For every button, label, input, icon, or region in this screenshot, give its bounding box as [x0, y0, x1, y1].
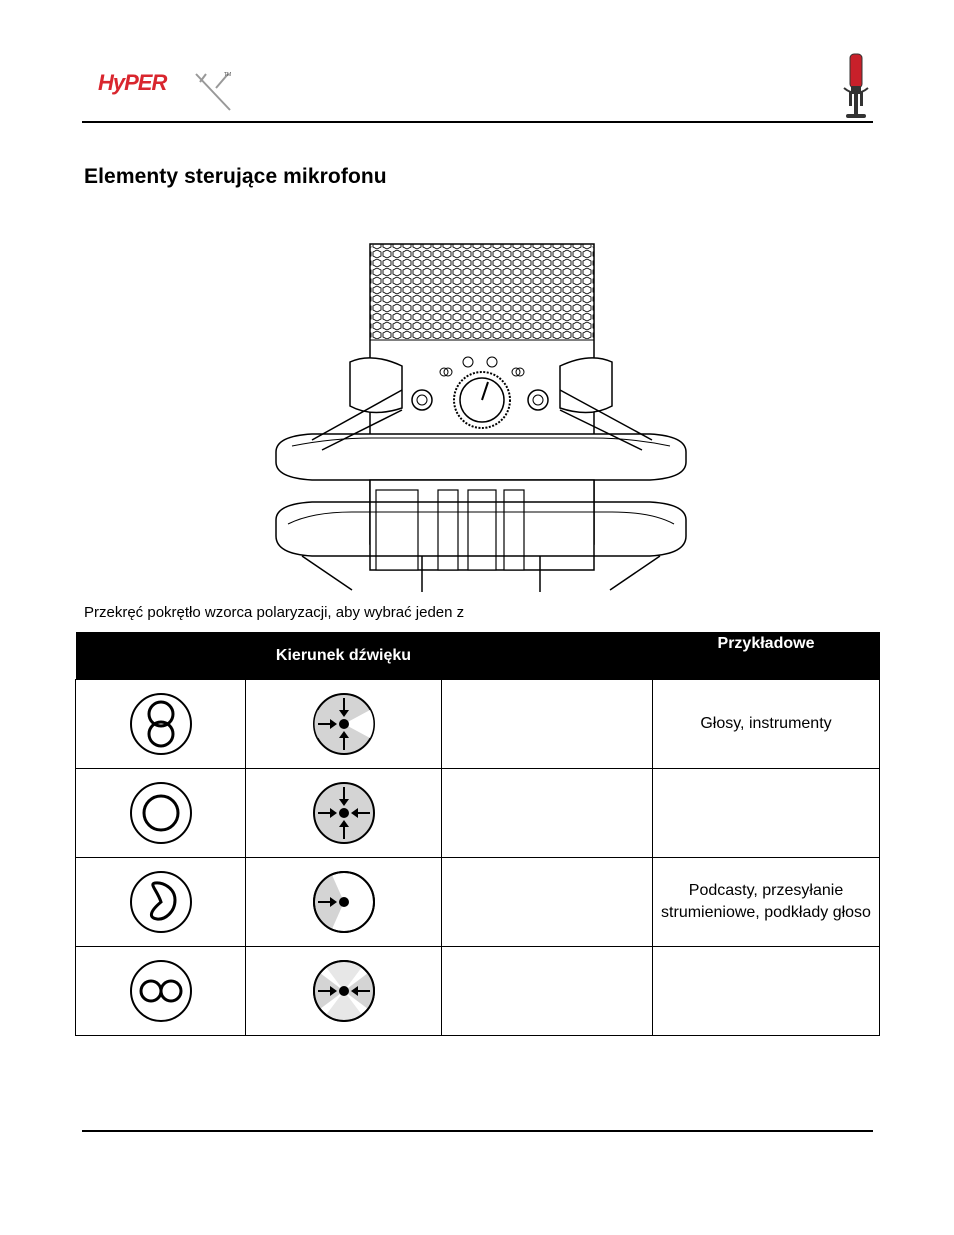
direction-cell: [245, 768, 442, 858]
table-header-row: Kierunek dźwięku Przykładowe: [75, 632, 880, 680]
header-cell-pattern: [75, 632, 246, 680]
footer-rule: [82, 1130, 873, 1132]
header-rule: [82, 121, 873, 123]
product-thumbnail-icon: [843, 53, 869, 118]
pattern-cell: [75, 857, 246, 947]
description-cell: [441, 768, 653, 858]
omnidirectional-direction-icon: [312, 782, 375, 844]
bidirectional-direction-icon: [312, 960, 375, 1022]
table-row: [75, 946, 880, 1036]
hyperx-logo: HyPER TM: [98, 70, 231, 111]
direction-cell: [245, 679, 442, 769]
stereo-pattern-icon: [129, 693, 192, 755]
table-row: [75, 768, 880, 858]
description-cell: [441, 679, 653, 769]
description-cell: [441, 857, 653, 947]
cardioid-direction-icon: [312, 871, 375, 933]
cardioid-pattern-icon: [129, 871, 192, 933]
use-cell: [652, 768, 880, 858]
header-cell-direction: Kierunek dźwięku: [245, 632, 442, 680]
header-cell-description: [441, 632, 653, 680]
svg-text:TM: TM: [224, 72, 231, 78]
bidirectional-pattern-icon: [129, 960, 192, 1022]
direction-cell: [245, 946, 442, 1036]
svg-text:HyPER: HyPER: [98, 70, 167, 95]
intro-text: Przekręć pokrętło wzorca polaryzacji, ab…: [84, 604, 465, 621]
microphone-illustration: [275, 243, 687, 592]
use-cell: [652, 946, 880, 1036]
direction-cell: [245, 857, 442, 947]
pattern-cell: [75, 768, 246, 858]
use-cell: Podcasty, przesyłanie strumieniowe, podk…: [652, 857, 880, 947]
use-cell: Głosy, instrumenty: [652, 679, 880, 769]
omnidirectional-pattern-icon: [129, 782, 192, 844]
table-row: Głosy, instrumenty: [75, 679, 880, 769]
polar-pattern-table: Kierunek dźwięku Przykładowe: [75, 632, 880, 1036]
header-cell-examples: Przykładowe: [652, 632, 880, 680]
table-row: Podcasty, przesyłanie strumieniowe, podk…: [75, 857, 880, 947]
pattern-cell: [75, 946, 246, 1036]
page-title: Elementy sterujące mikrofonu: [84, 165, 387, 188]
stereo-direction-icon: [312, 693, 375, 755]
description-cell: [441, 946, 653, 1036]
pattern-cell: [75, 679, 246, 769]
